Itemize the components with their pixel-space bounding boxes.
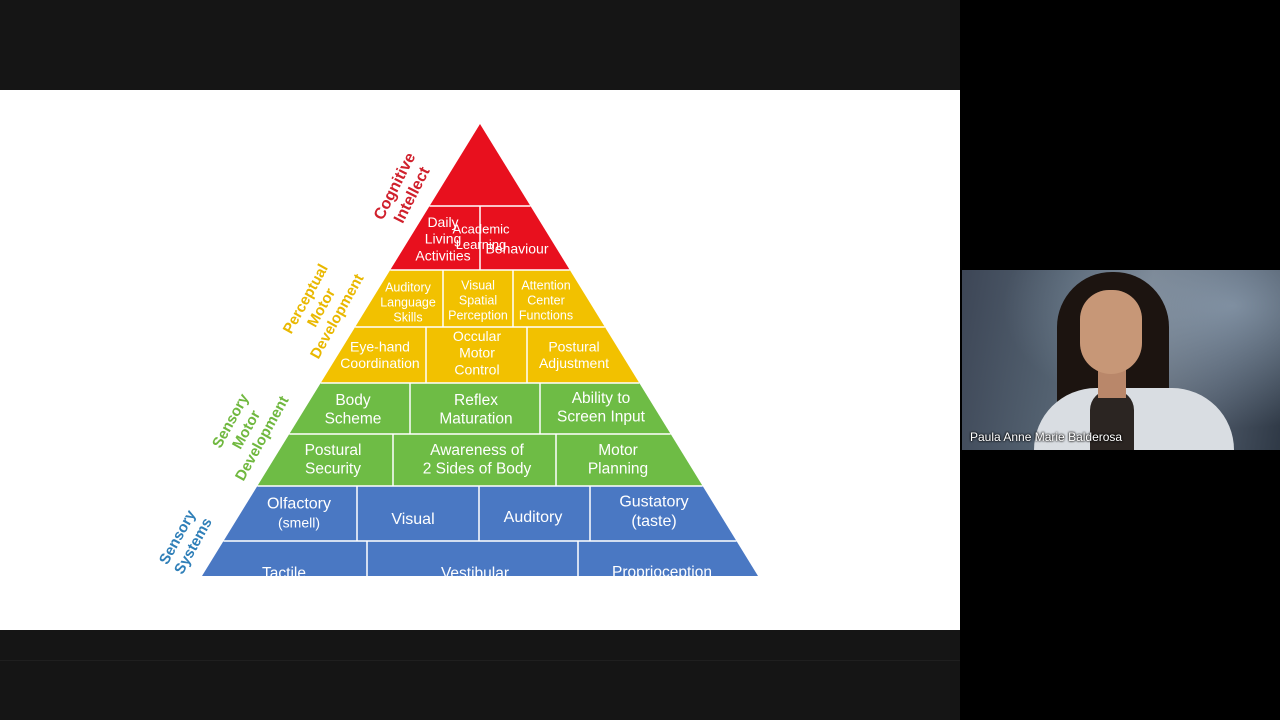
cell-body-scheme-text: Body: [335, 392, 371, 409]
cell-auditory-lang-text: Skills: [393, 310, 422, 324]
cell-visual-text: Visual: [391, 511, 434, 528]
cell-body-scheme-text: Scheme: [325, 410, 382, 427]
cell-auditory-lang-text: Auditory: [385, 280, 432, 294]
cell-occular-text: Motor: [459, 345, 495, 361]
cell-behaviour-text: Behaviour: [485, 241, 548, 257]
cell-occular-text: Control: [454, 362, 499, 378]
cell-postural-adj-text: Postural: [548, 338, 599, 354]
cell-gustatory-text: (taste): [631, 513, 676, 530]
cell-eye-hand-text: Coordination: [340, 355, 419, 371]
cell-daily-text: Daily: [427, 214, 458, 230]
cell-awareness-text: Awareness of: [430, 442, 524, 459]
cell-daily-text: Activities: [415, 248, 470, 264]
cell-vestibular-text: Vestibular: [441, 565, 509, 582]
cell-reflex-text: Maturation: [439, 410, 512, 427]
bottom-bar: [0, 630, 960, 720]
participant-face: [1080, 290, 1142, 374]
cell-postural-adj-text: Adjustment: [539, 355, 609, 371]
cell-occular-text: Occular: [453, 328, 502, 344]
participant-video-tile[interactable]: Paula Anne Marie Balderosa: [962, 270, 1280, 450]
cell-proprioception-text: Proprioception: [612, 564, 712, 581]
cell-attention-text: Attention: [521, 278, 570, 292]
cell-attention-text: Functions: [519, 308, 573, 322]
cell-olfactory-text: (smell): [278, 514, 320, 530]
cell-postural-sec-text: Security: [305, 460, 361, 477]
cell-visual-spatial-text: Perception: [448, 308, 508, 322]
cell-awareness-text: 2 Sides of Body: [423, 460, 532, 477]
cell-motor-planning-text: Planning: [588, 460, 648, 477]
participant-name: Paula Anne Marie Balderosa: [970, 430, 1122, 444]
cell-postural-sec-text: Postural: [305, 442, 362, 459]
cell-daily-text: Living: [425, 231, 462, 247]
cell-visual-spatial-text: Spatial: [459, 293, 497, 307]
top-bar: [0, 0, 960, 90]
cell-attention-text: Center: [527, 293, 565, 307]
cell-auditory-lang-text: Language: [380, 295, 436, 309]
cell-screen-input-text: Ability to: [572, 390, 631, 407]
cell-olfactory-text: Olfactory: [267, 496, 331, 513]
cell-screen-input-text: Screen Input: [557, 408, 646, 425]
cell-motor-planning-text: Motor: [598, 442, 638, 459]
cell-gustatory-text: Gustatory: [619, 494, 688, 511]
cell-tactile-text: Tactile: [262, 565, 306, 582]
cell-reflex-text: Reflex: [454, 392, 498, 409]
cell-eye-hand-text: Eye-hand: [350, 338, 410, 354]
cell-auditory-text: Auditory: [504, 509, 563, 526]
cell-visual-spatial-text: Visual: [461, 278, 495, 292]
